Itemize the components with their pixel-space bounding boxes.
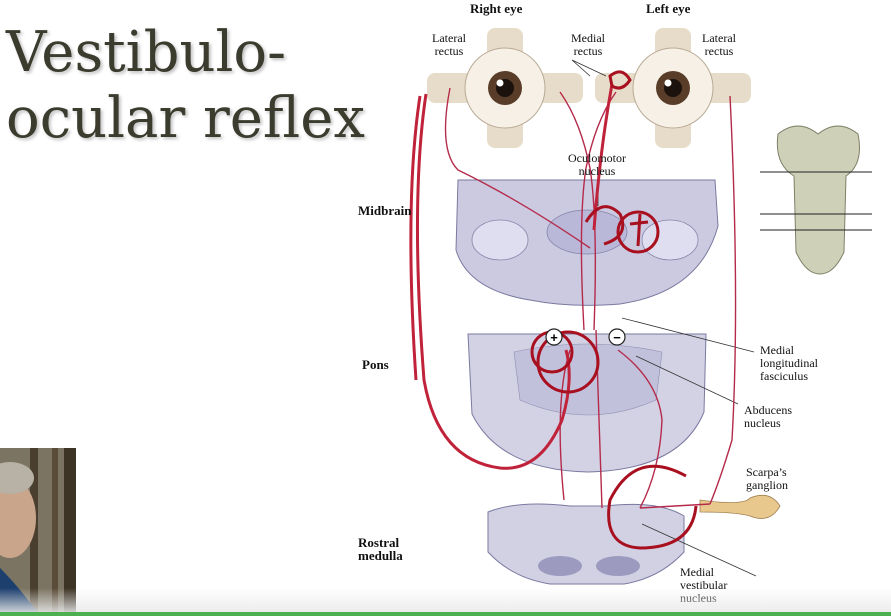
- abducens-nucleus-label: Abducens nucleus: [744, 404, 792, 430]
- mlf-line-2: longitudinal: [760, 356, 818, 370]
- left-eye-label: Left eye: [646, 1, 691, 16]
- right-eye-label: Right eye: [470, 1, 523, 16]
- medial-rectus-line-2: rectus: [573, 44, 603, 58]
- lateral-rectus-right-eye-label: Lateral rectus: [424, 32, 474, 58]
- lateral-rectus-left-eye-line-1: Lateral: [702, 31, 736, 45]
- vor-diagram: + − Right eye Left eye Lateral rectus Me…: [340, 0, 891, 616]
- diagram-artwork: + −: [409, 28, 872, 585]
- rostral-medulla-line-2: medulla: [358, 548, 403, 563]
- lateral-rectus-right-eye-line-1: Lateral: [432, 31, 466, 45]
- scarpas-ganglion-line-2: ganglion: [746, 478, 788, 492]
- oculomotor-nucleus-line-1: Oculomotor: [568, 151, 626, 165]
- slide-title: Vestibulo- ocular reflex: [6, 20, 365, 152]
- minus-marker: −: [613, 330, 621, 345]
- mvn-line-1: Medial: [680, 565, 714, 579]
- lateral-rectus-left-eye-line-2: rectus: [704, 44, 734, 58]
- abducens-nucleus-line-1: Abducens: [744, 403, 792, 417]
- title-line-2: ocular reflex: [6, 86, 365, 151]
- lateral-rectus-left-eye-label: Lateral rectus: [694, 32, 744, 58]
- abducens-nucleus-line-2: nucleus: [744, 416, 781, 430]
- title-line-1: Vestibulo-: [6, 20, 287, 85]
- scarpas-ganglion-line-1: Scarpa’s: [746, 465, 787, 479]
- midbrain-label: Midbrain: [358, 203, 412, 218]
- medial-rectus-label: Medial rectus: [560, 32, 616, 58]
- pons-label: Pons: [362, 357, 389, 372]
- video-bottom-band: [0, 588, 891, 616]
- lateral-rectus-right-eye-line-2: rectus: [434, 44, 464, 58]
- rostral-medulla-label: Rostral medulla: [358, 536, 403, 562]
- scarpas-ganglion-label: Scarpa’s ganglion: [746, 466, 788, 492]
- oculomotor-nucleus-label: Oculomotor nucleus: [552, 152, 642, 178]
- medial-rectus-line-1: Medial: [571, 31, 605, 45]
- mlf-line-3: fasciculus: [760, 369, 808, 383]
- video-progress-line: [0, 612, 891, 616]
- mlf-label: Medial longitudinal fasciculus: [760, 344, 818, 383]
- plus-marker: +: [550, 330, 558, 345]
- rostral-medulla-line-1: Rostral: [358, 535, 400, 550]
- oculomotor-nucleus-line-2: nucleus: [578, 164, 616, 178]
- mlf-line-1: Medial: [760, 343, 794, 357]
